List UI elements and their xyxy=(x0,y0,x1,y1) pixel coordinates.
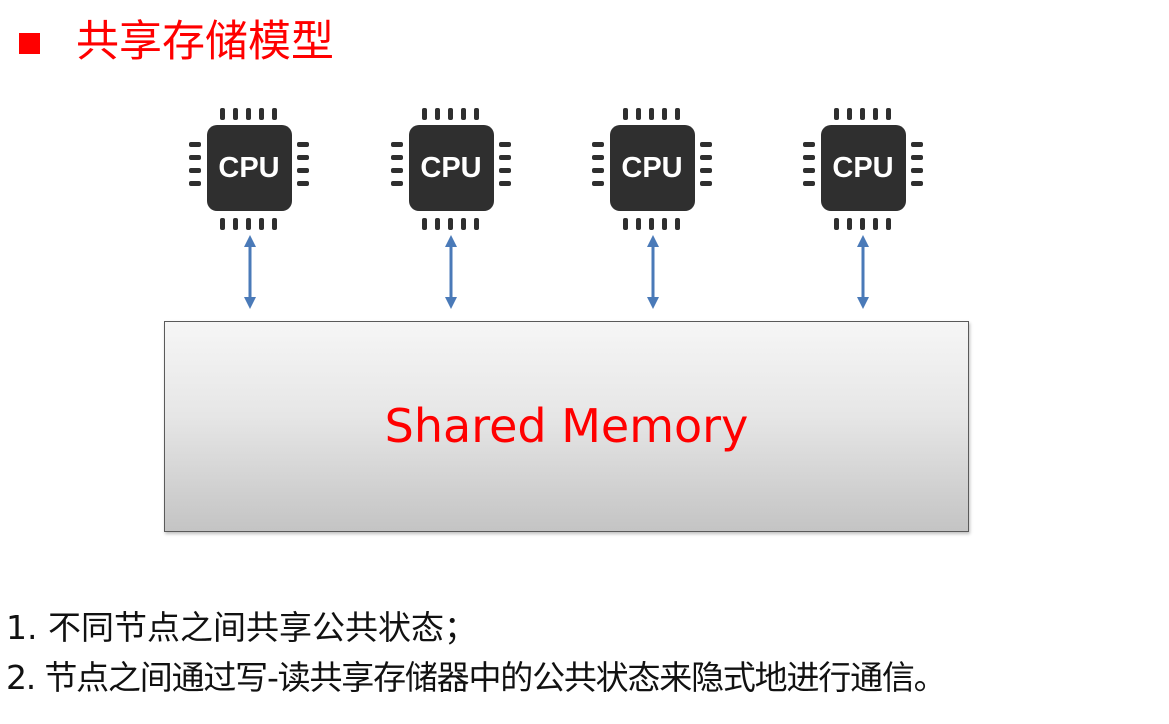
cpu-chip-1: CPU xyxy=(184,104,314,234)
cpu-label: CPU xyxy=(832,152,894,184)
cpu-chip-2: CPU xyxy=(386,104,516,234)
cpu-label: CPU xyxy=(218,152,280,184)
cpu-chip-icon xyxy=(391,108,511,230)
bidirectional-arrow-icon xyxy=(647,235,659,309)
cpu-label: CPU xyxy=(621,152,683,184)
shared-memory-box: Shared Memory xyxy=(164,321,969,532)
cpu-label: CPU xyxy=(420,152,482,184)
cpu-chip-icon xyxy=(592,108,712,230)
cpu-chip-icon xyxy=(189,108,309,230)
cpu-chip-4: CPU xyxy=(798,104,928,234)
bidirectional-arrow-icon xyxy=(857,235,869,309)
note-item: 2. 节点之间通过写-读共享存储器中的公共状态来隐式地进行通信。 xyxy=(6,658,947,697)
bidirectional-arrow-icon xyxy=(445,235,457,309)
page-title: 共享存储模型 xyxy=(76,17,334,67)
bidirectional-arrow-icon xyxy=(244,235,256,309)
note-item: 1. 不同节点之间共享公共状态； xyxy=(6,608,477,647)
shared-memory-label: Shared Memory xyxy=(384,399,749,453)
cpu-chip-icon xyxy=(803,108,923,230)
title-bullet xyxy=(19,33,40,54)
cpu-chip-3: CPU xyxy=(587,104,717,234)
